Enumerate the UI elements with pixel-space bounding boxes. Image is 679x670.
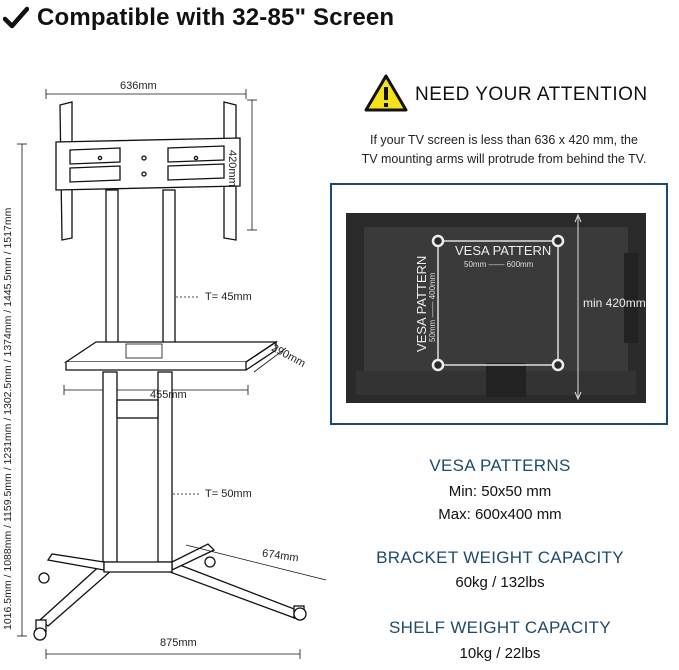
shelf-capacity-title: SHELF WEIGHT CAPACITY: [389, 618, 611, 637]
lower-tube-label: T= 50mm: [205, 488, 252, 500]
shelf-capacity-value: 10kg / 22lbs: [459, 645, 541, 662]
vesa-vertical-label: VESA PATTERN: [414, 255, 429, 352]
bracket-capacity-title: BRACKET WEIGHT CAPACITY: [376, 548, 624, 567]
tv-back-illustration: [346, 213, 646, 403]
page-title-row: Compatible with 32-85" Screen: [0, 0, 394, 36]
attention-note-line1: If your TV screen is less than 636 x 420…: [370, 133, 638, 147]
shelf-width-label: 455mm: [150, 389, 187, 401]
vesa-vertical-range: 50mm —— 400mm: [428, 272, 437, 342]
attention-note-line2: TV mounting arms will protrude from behi…: [361, 152, 647, 166]
bracket-width-label: 636mm: [120, 80, 157, 92]
warning-icon: [364, 74, 408, 112]
vesa-min-value: Min: 50x50 mm: [448, 483, 552, 500]
vesa-horizontal-range: 50mm —— 600mm: [464, 260, 534, 269]
attention-title: NEED YOUR ATTENTION: [415, 84, 648, 105]
min-height-label: min 420mm: [583, 296, 646, 310]
tv-stand-diagram: [17, 89, 327, 659]
height-options-label: 1016.5mm / 1088mm / 1159.5mm / 1231mm / …: [2, 207, 14, 630]
checkmark-icon: [3, 6, 29, 29]
base-width-label: 875mm: [160, 637, 197, 649]
bracket-capacity-value: 60kg / 132lbs: [455, 574, 545, 591]
vesa-patterns-title: VESA PATTERNS: [429, 456, 571, 475]
bracket-height-label: 420mm: [226, 150, 238, 187]
vesa-max-value: Max: 600x400 mm: [438, 506, 562, 523]
vesa-horizontal-label: VESA PATTERN: [455, 243, 552, 258]
upper-tube-label: T= 45mm: [205, 291, 252, 303]
page-title: Compatible with 32-85" Screen: [37, 4, 395, 31]
tv-back-frame: [330, 183, 668, 425]
